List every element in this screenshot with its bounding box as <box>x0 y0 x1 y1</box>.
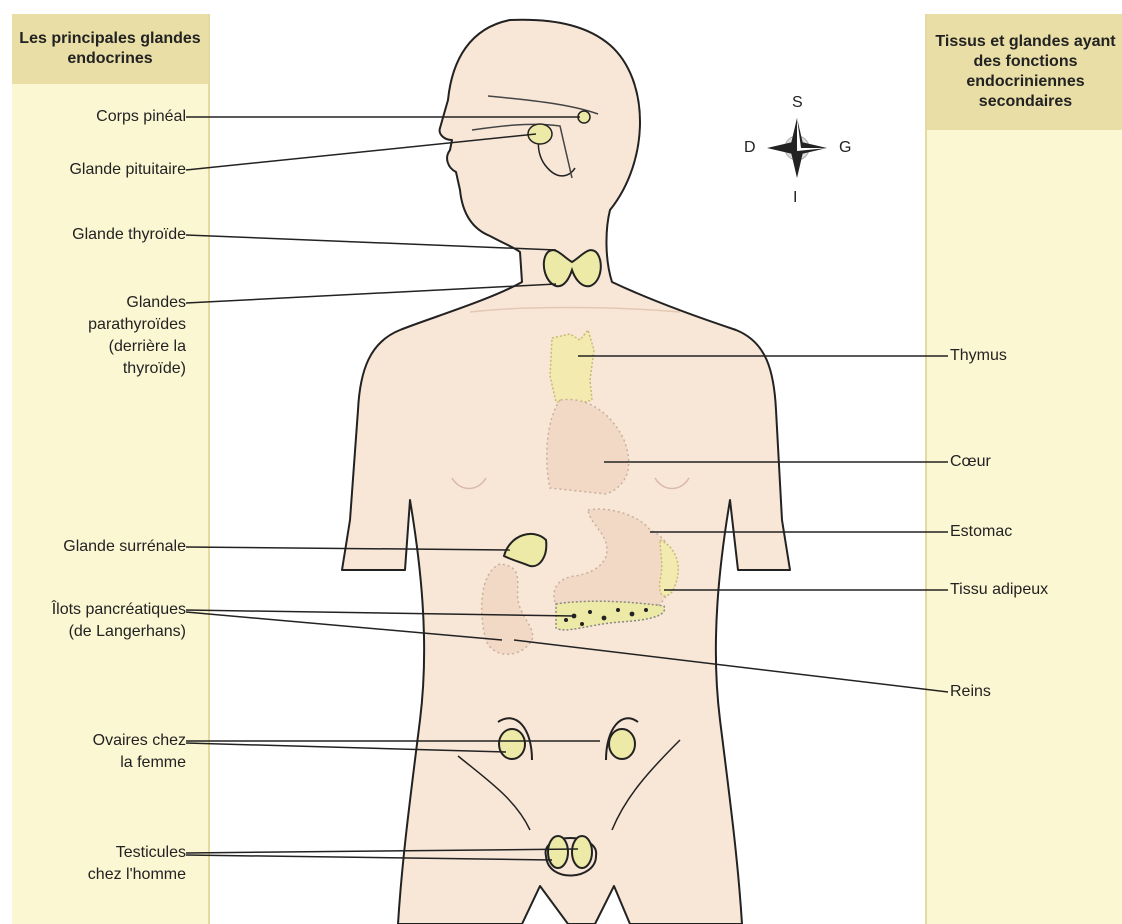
compass-inferior-label: I <box>793 189 797 207</box>
compass-superior-label: S <box>792 94 803 112</box>
left-label-line: Glande thyroïde <box>72 224 186 246</box>
left-testis <box>548 836 568 868</box>
left-label-line: Glande surrénale <box>63 536 186 558</box>
left-label-glande-surrenale: Glande surrénale <box>63 536 186 558</box>
left-label-corps-pineal: Corps pinéal <box>96 106 186 128</box>
left-label-line: Corps pinéal <box>96 106 186 128</box>
right-label-reins: Reins <box>950 681 991 703</box>
left-label-line: (derrière la <box>88 336 186 358</box>
thymus <box>550 330 594 405</box>
right-label-coeur: Cœur <box>950 451 991 473</box>
left-label-line: Îlots pancréatiques <box>52 599 186 621</box>
left-ovary <box>499 729 525 759</box>
left-label-line: la femme <box>93 752 186 774</box>
left-label-line: parathyroïdes <box>88 314 186 336</box>
right-label-thymus: Thymus <box>950 345 1007 367</box>
left-label-line: Glandes <box>88 292 186 314</box>
right-testis <box>572 836 592 868</box>
right-label-tissu-adipeux: Tissu adipeux <box>950 579 1048 601</box>
left-label-line: Glande pituitaire <box>69 159 186 181</box>
left-label-line: Ovaires chez <box>93 730 186 752</box>
compass-right-side-label: D <box>744 139 756 157</box>
left-label-ilots-pancreatiques: Îlots pancréatiques(de Langerhans) <box>52 599 186 643</box>
left-label-line: thyroïde) <box>88 358 186 380</box>
compass-icon <box>767 118 827 178</box>
left-label-line: Testicules <box>88 842 186 864</box>
compass-left-side-label: G <box>839 139 851 157</box>
left-label-glande-thyroide: Glande thyroïde <box>72 224 186 246</box>
left-label-line: chez l'homme <box>88 864 186 886</box>
left-label-glande-pituitaire: Glande pituitaire <box>69 159 186 181</box>
right-label-estomac: Estomac <box>950 521 1012 543</box>
right-ovary <box>609 729 635 759</box>
left-label-line: (de Langerhans) <box>52 621 186 643</box>
